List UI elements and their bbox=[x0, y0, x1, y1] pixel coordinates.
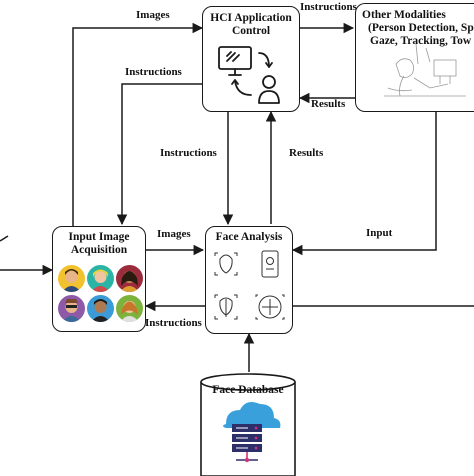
database-title: Face Database bbox=[212, 384, 284, 396]
label-instructions-top: Instructions bbox=[300, 1, 357, 13]
face-scan-icons bbox=[214, 250, 285, 320]
input-image-acquisition-node: Input Image Acquisition bbox=[52, 226, 146, 332]
label-input: Input bbox=[366, 227, 393, 239]
face-analysis-node: Face Analysis bbox=[205, 226, 293, 334]
edge-input bbox=[291, 112, 437, 256]
hci-application-control-node: HCI Application Control bbox=[202, 6, 300, 112]
computer-user-icon bbox=[218, 46, 280, 104]
label-instructions-mid: Instructions bbox=[160, 147, 217, 159]
label-images-top: Images bbox=[136, 9, 170, 21]
edge-instructions-left bbox=[116, 83, 202, 226]
label-results-right: Results bbox=[311, 98, 346, 110]
hci-title-line2: Control bbox=[231, 25, 271, 37]
modalities-title-line1: Other Modalities bbox=[362, 9, 446, 21]
avatar-2 bbox=[87, 265, 114, 292]
face-database-node: Face Database bbox=[198, 372, 298, 476]
acquisition-title-line1: Input Image bbox=[68, 231, 130, 243]
label-results-mid: Results bbox=[289, 147, 324, 159]
label-images-mid: Images bbox=[157, 228, 191, 240]
avatar-3 bbox=[116, 265, 143, 292]
other-modalities-node: Other Modalities (Person Detection, Sp G… bbox=[355, 3, 474, 112]
label-instructions-left: Instructions bbox=[125, 66, 182, 78]
person-at-computer-sketch-icon bbox=[384, 43, 466, 97]
avatar-6 bbox=[116, 295, 143, 322]
avatar-4 bbox=[58, 295, 85, 322]
modalities-title-line3: Gaze, Tracking, Tow bbox=[370, 35, 472, 47]
edge-images-top bbox=[72, 22, 204, 226]
avatar-5 bbox=[87, 295, 114, 322]
acquisition-title-line2: Acquisition bbox=[70, 244, 128, 256]
hci-title-line1: HCI Application bbox=[210, 12, 292, 24]
face-analysis-title: Face Analysis bbox=[215, 231, 283, 243]
modalities-title-line2: (Person Detection, Sp bbox=[368, 22, 474, 34]
cloud-server-icon bbox=[223, 402, 281, 463]
avatar-1 bbox=[58, 265, 85, 292]
label-instructions-bottom: Instructions bbox=[145, 317, 202, 329]
